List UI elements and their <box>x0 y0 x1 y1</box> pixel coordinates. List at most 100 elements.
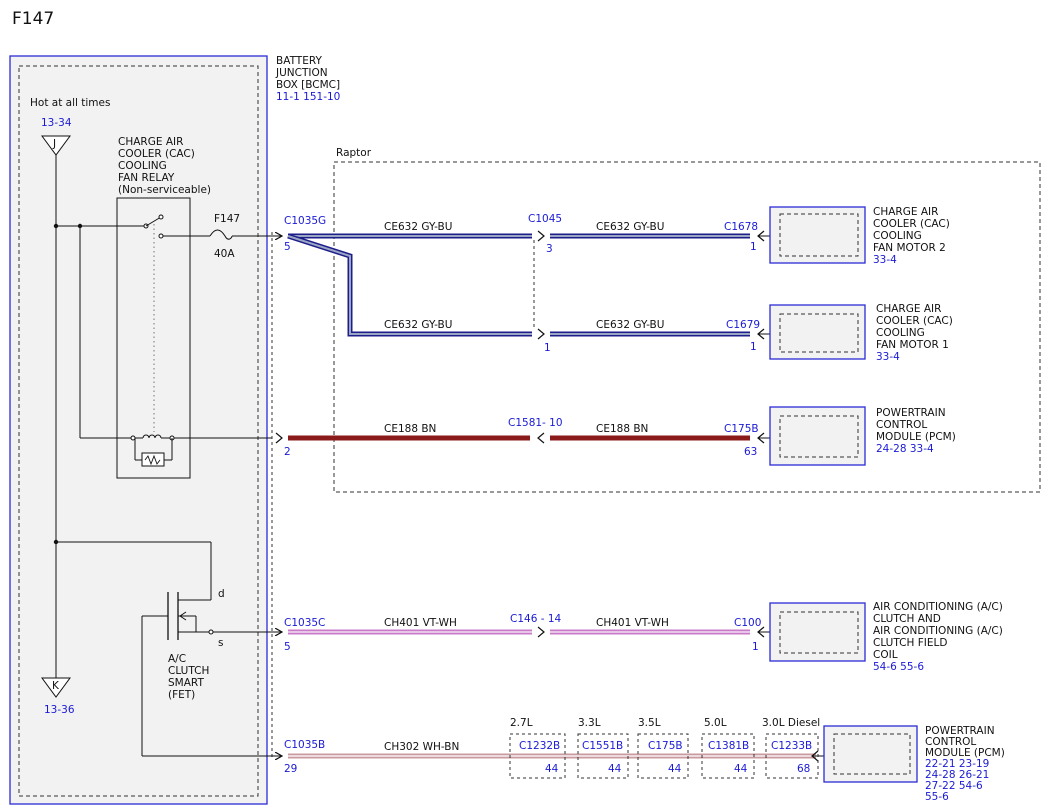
component-label: FAN MOTOR 1 <box>876 339 949 351</box>
c100-pin: 1 <box>752 641 759 653</box>
engine-variant-5-0l: 5.0L C1381B 44 <box>701 717 755 779</box>
wire-label-c3-1: CE188 BN <box>384 423 436 435</box>
wire-label-c2-2: CE632 GY-BU <box>596 319 664 331</box>
c1045-pin2: 1 <box>544 342 551 354</box>
c1035b-pin: 29 <box>284 763 297 775</box>
component-ref: 54-6 55-6 <box>873 661 924 673</box>
component-label: AIR CONDITIONING (A/C) <box>873 625 1003 637</box>
wire-label-c1-2: CE632 GY-BU <box>596 221 664 233</box>
bcmc-inner-dashed <box>18 65 259 797</box>
engine-connector-box <box>701 733 755 779</box>
engine-label: 3.3L <box>578 717 601 729</box>
wire-label-c4-2: CH401 VT-WH <box>596 617 669 629</box>
splice-c1045: C1045 <box>528 213 562 225</box>
relay-coil-icon <box>142 434 162 439</box>
component-ref: 24-28 33-4 <box>876 443 934 455</box>
conn-c1035g: C1035G <box>284 215 326 227</box>
wire-label-c2-1: CE632 GY-BU <box>384 319 452 331</box>
component-ref: 33-4 <box>876 351 900 363</box>
wire-label-c1-1: CE632 GY-BU <box>384 221 452 233</box>
engine-connector-box <box>509 733 566 779</box>
engine-variant-3-3l: 3.3L C1551B 44 <box>577 717 629 779</box>
component-pcm-1: POWERTRAIN CONTROL MODULE (PCM) 24-28 33… <box>769 406 956 466</box>
component-label: CONTROL <box>925 736 976 748</box>
component-pcm-2: POWERTRAIN CONTROL MODULE (PCM) 22-21 23… <box>823 725 1005 803</box>
fet-label-line4: (FET) <box>168 689 195 701</box>
wire-label-c5: CH302 WH-BN <box>384 741 459 753</box>
splice-k-letter: K <box>52 680 60 692</box>
raptor-region <box>333 161 1041 493</box>
relay-box <box>116 197 191 479</box>
engine-connector-box <box>765 733 819 779</box>
engine-variant-3-0l-diesel: 3.0L Diesel C1233B 68 <box>762 717 820 779</box>
c1035g-pin: 5 <box>284 241 291 253</box>
relay-label-line1: CHARGE AIR <box>118 136 183 148</box>
c1035c-pin: 5 <box>284 641 291 653</box>
top-ref: 13-34 <box>41 117 72 129</box>
fuse-name: F147 <box>214 213 240 225</box>
engine-pin: 44 <box>608 763 622 775</box>
component-label: CHARGE AIR <box>876 303 941 315</box>
relay-label-line3: COOLING <box>118 160 167 172</box>
component-fan-motor-1: CHARGE AIR COOLER (CAC) COOLING FAN MOTO… <box>769 303 953 363</box>
component-fan-motor-2: CHARGE AIR COOLER (CAC) COOLING FAN MOTO… <box>769 206 950 266</box>
component-label: COOLING <box>876 327 925 339</box>
relay-switch <box>145 216 162 227</box>
component-label: COOLING <box>873 230 922 242</box>
engine-connector: C1233B <box>771 740 812 752</box>
page-title: F147 <box>12 9 54 29</box>
conn-c1035c: C1035C <box>284 617 325 629</box>
engine-label: 5.0L <box>704 717 727 729</box>
raptor-label: Raptor <box>336 147 372 159</box>
fuse-icon <box>209 229 233 240</box>
component-label: MODULE (PCM) <box>925 747 1005 759</box>
component-label: COOLER (CAC) <box>873 218 950 230</box>
fet-pin-d: d <box>218 588 225 600</box>
engine-connector: C1381B <box>708 740 749 752</box>
engine-connector: C1551B <box>582 740 623 752</box>
component-label: FAN MOTOR 2 <box>873 242 946 254</box>
engine-connector: C175B <box>648 740 683 752</box>
relay-label-line5: (Non-serviceable) <box>118 184 211 196</box>
engine-label: 2.7L <box>510 717 533 729</box>
hot-at-all-times-label: Hot at all times <box>30 97 110 109</box>
engine-pin: 44 <box>734 763 748 775</box>
bcmc-refs: 11-1 151-10 <box>276 91 340 103</box>
component-label: COIL <box>873 649 898 661</box>
component-label: POWERTRAIN <box>925 725 995 737</box>
component-ref: 22-21 23-19 <box>925 758 989 770</box>
engine-label: 3.5L <box>638 717 661 729</box>
component-ref: 33-4 <box>873 254 897 266</box>
bcmc-label-line2: JUNCTION <box>275 67 328 79</box>
fet-label-line3: SMART <box>168 677 204 689</box>
component-ref: 55-6 <box>925 791 949 803</box>
c1678-pin: 1 <box>750 241 757 253</box>
conn-c1035b: C1035B <box>284 739 325 751</box>
relay-label-line4: FAN RELAY <box>118 172 175 184</box>
engine-pin: 44 <box>545 763 559 775</box>
component-label: COOLER (CAC) <box>876 315 953 327</box>
c1045-pin: 3 <box>546 243 553 255</box>
conn-c175b: C175B <box>724 423 759 435</box>
conn-c1678: C1678 <box>724 221 758 233</box>
component-ref: 24-28 26-21 <box>925 769 989 781</box>
fet-label-line1: A/C <box>168 653 186 665</box>
component-label: MODULE (PCM) <box>876 431 956 443</box>
engine-pin: 68 <box>797 763 810 775</box>
c1035-pin2: 2 <box>284 446 291 458</box>
wire-label-c3-2: CE188 BN <box>596 423 648 435</box>
splice-c146: C146 - 14 <box>510 613 562 625</box>
wire-label-c4-1: CH401 VT-WH <box>384 617 457 629</box>
engine-label: 3.0L Diesel <box>762 717 820 729</box>
engine-connector-box <box>637 733 689 779</box>
component-label: CHARGE AIR <box>873 206 938 218</box>
component-label: POWERTRAIN <box>876 407 946 419</box>
wire-ce632-branch <box>287 233 532 337</box>
bcmc-label-line3: BOX [BCMC] <box>276 79 340 91</box>
engine-variant-3-5l: 3.5L C175B 44 <box>637 717 689 779</box>
engine-connector-box <box>577 733 629 779</box>
conn-c100: C100 <box>734 617 761 629</box>
splice-j-letter: J <box>52 138 56 150</box>
fet-label-line2: CLUTCH <box>168 665 209 677</box>
component-label: CLUTCH AND <box>873 613 941 625</box>
